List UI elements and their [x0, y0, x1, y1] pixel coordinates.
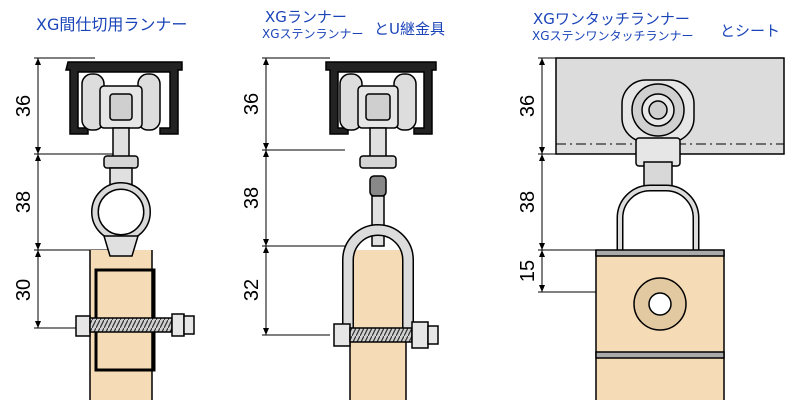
panel1-dim-36: 36: [13, 95, 35, 117]
panel2-title-suffix: とU継金具: [374, 20, 445, 38]
panel2-door: [333, 224, 439, 400]
panel2-dim-38: 38: [241, 187, 263, 209]
panel2-dimensions: [262, 57, 345, 336]
panel3-title-line2: XGステンワンタッチランナー: [532, 29, 694, 43]
panel3-title-suffix: とシート: [720, 22, 781, 40]
panel2-dim-32: 32: [241, 279, 263, 301]
panel3-dim-38: 38: [517, 191, 539, 213]
panel1-door: [75, 235, 195, 400]
panel2-runner: [325, 61, 437, 247]
panel2-title-line2: XGステンランナー: [262, 27, 364, 41]
panel3-runner: [616, 79, 700, 302]
panel3-dim-36: 36: [517, 95, 539, 117]
panel2-title-line1: XGランナー: [265, 8, 347, 26]
panel1-title: XG間仕切用ランナー: [36, 15, 188, 34]
panel2-dim-36: 36: [241, 93, 263, 115]
panel3-sheet: [595, 249, 725, 400]
panel1-dim-30: 30: [13, 279, 35, 301]
panel3-dim-15: 15: [517, 260, 539, 282]
panel1-dim-38: 38: [13, 191, 35, 213]
panel3-title-line1: XGワンタッチランナー: [533, 10, 690, 28]
panel1-runner: [65, 61, 183, 242]
panel1-dimensions: [34, 57, 120, 329]
